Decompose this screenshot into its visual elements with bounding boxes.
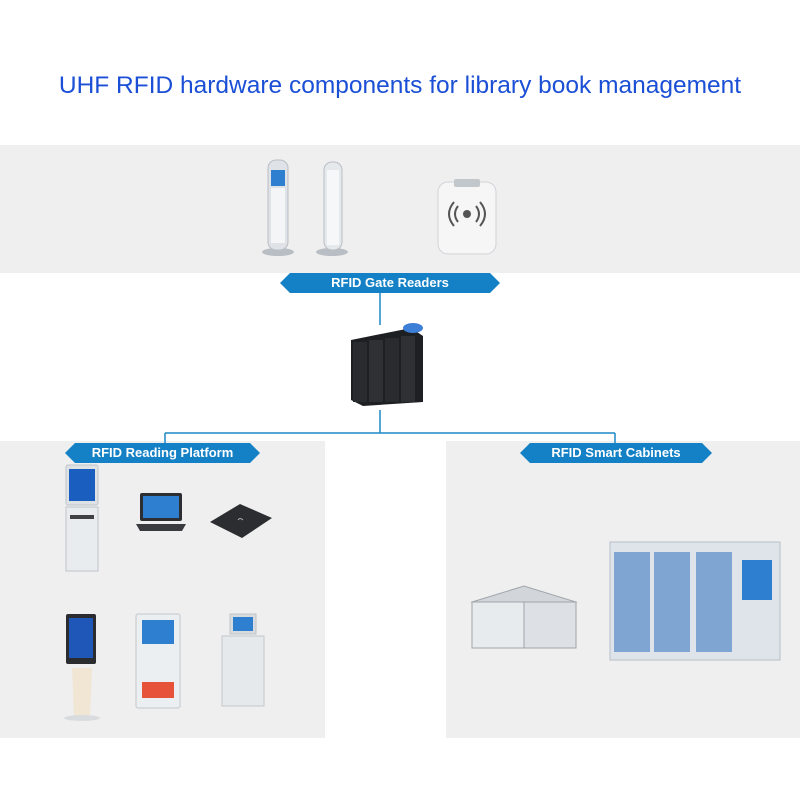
smart-cabinet-icon (609, 541, 781, 661)
smart-cabinets-label: RFID Smart Cabinets (520, 443, 712, 463)
security-gate-icon (262, 159, 294, 256)
gate-readers-panel (0, 145, 800, 273)
book-cart-icon (470, 585, 578, 649)
self-service-kiosk-icon (135, 613, 181, 709)
gate-readers-label: RFID Gate Readers (280, 273, 500, 293)
reading-platform-label: RFID Reading Platform (65, 443, 260, 463)
server-rack-icon (351, 323, 423, 406)
self-service-kiosk-icon (65, 464, 99, 572)
self-service-kiosk-icon (64, 614, 100, 721)
laptop-icon (136, 493, 186, 531)
self-service-kiosk-icon (221, 613, 265, 707)
desktop-rfid-reader-icon (437, 179, 497, 255)
page-title: UHF RFID hardware components for library… (58, 72, 742, 99)
reader-pad-icon (210, 504, 272, 538)
security-gate-icon (316, 161, 348, 256)
